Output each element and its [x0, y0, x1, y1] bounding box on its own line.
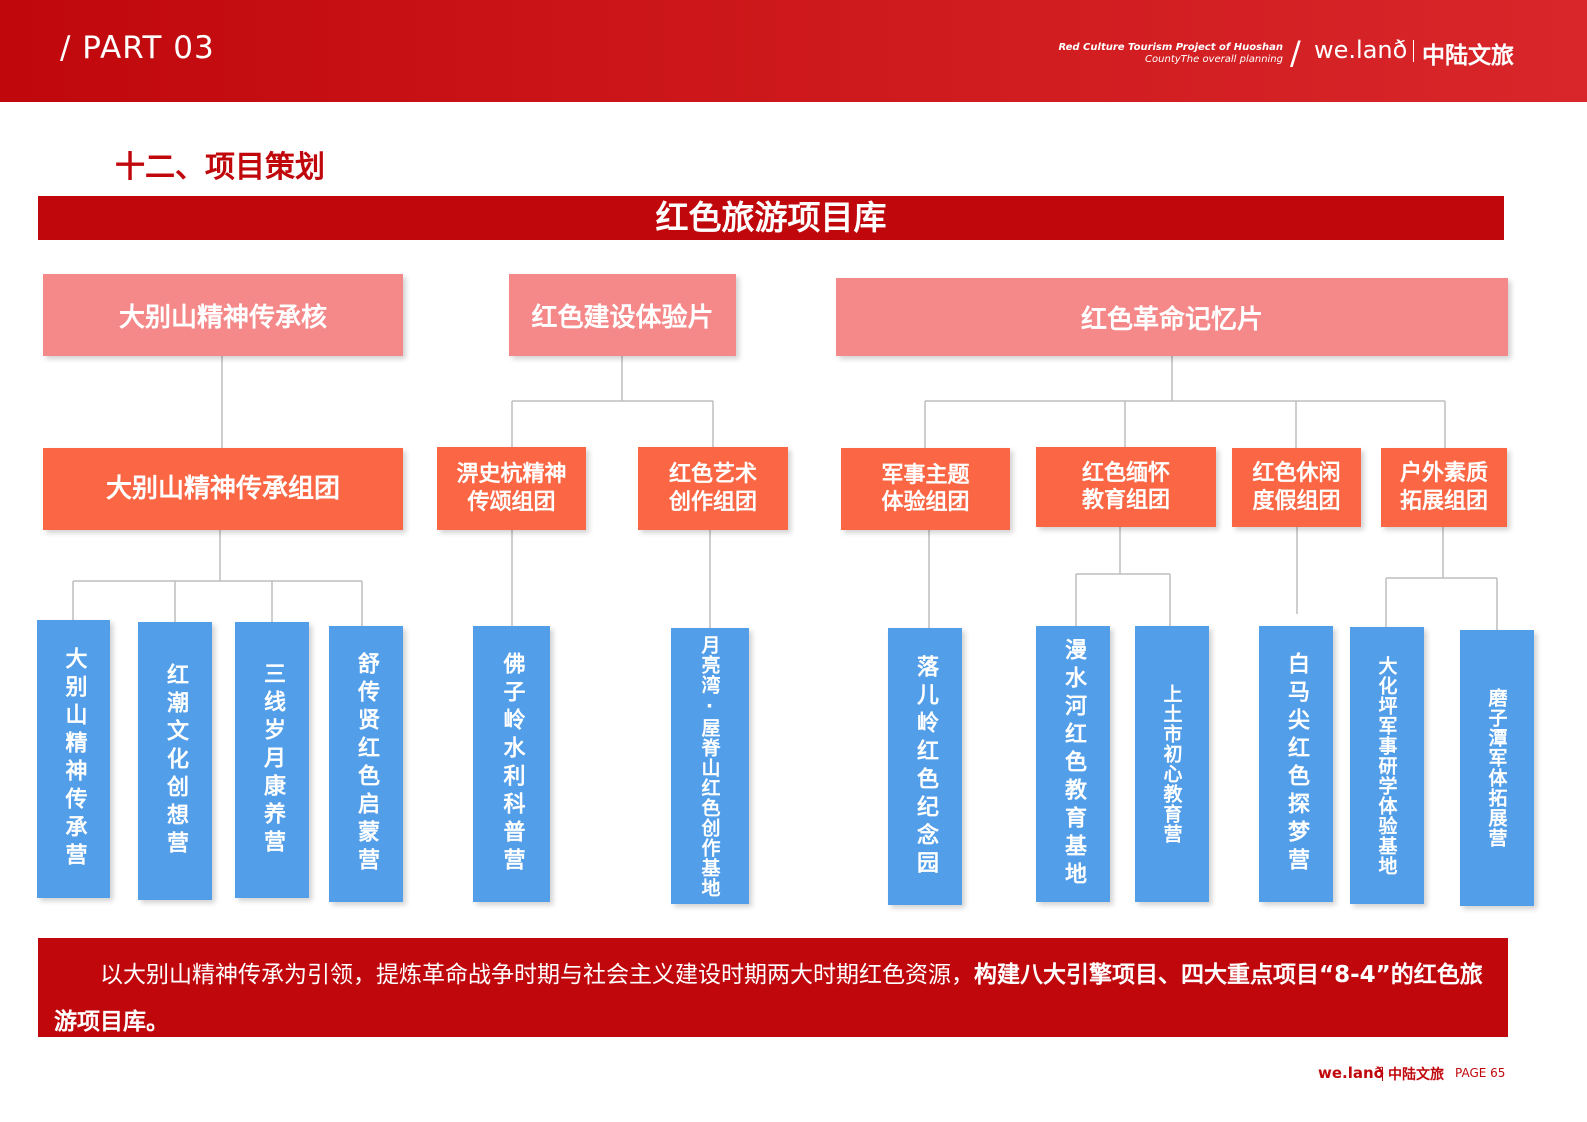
level3-project-2: 红潮文化创想营: [138, 622, 212, 900]
level1-construction: 红色建设体验片: [509, 274, 736, 356]
summary-statement: 以大别山精神传承为引领，提炼革命战争时期与社会主义建设时期两大时期红色资源，构建…: [38, 938, 1508, 1037]
statement-bold-text: 构建八大引擎项目、四大重点项目“8-4”的红色旅游项目库。: [54, 962, 1483, 1035]
banner-title: 红色旅游项目库: [38, 196, 1504, 240]
brand-logo: we.lanð: [1314, 36, 1408, 64]
section-title: 十二、项目策划: [115, 150, 325, 185]
footer-divider: [1382, 1067, 1383, 1081]
footer-brand-chinese: 中陆文旅: [1388, 1067, 1444, 1083]
level1-memory: 红色革命记忆片: [836, 278, 1508, 356]
level2-art-group: 红色艺术 创作组团: [638, 447, 788, 530]
part-label: / PART 03: [60, 30, 215, 66]
level2-military-group: 军事主题 体验组团: [841, 448, 1010, 530]
level3-project-1: 大别山精神传承营: [37, 620, 110, 898]
page-number: PAGE 65: [1455, 1066, 1506, 1080]
level2-leisure-group: 红色休闲 度假组团: [1232, 448, 1361, 527]
level1-core: 大别山精神传承核: [43, 274, 403, 356]
level2-outdoor-group: 户外素质 拓展组团: [1381, 448, 1507, 527]
level3-project-3: 三线岁月康养营: [235, 622, 309, 898]
level2-core-group: 大别山精神传承组团: [43, 448, 403, 530]
level3-project-6: 月亮湾·屋脊山红色创作基地: [671, 628, 749, 904]
statement-normal-text: 以大别山精神传承为引领，提炼革命战争时期与社会主义建设时期两大时期红色资源，: [100, 962, 974, 988]
header-bar: [0, 0, 1587, 102]
brand-slash: /: [1290, 34, 1301, 72]
footer-logo: we.lanð: [1318, 1064, 1384, 1082]
level3-project-5: 佛子岭水利科普营: [473, 626, 550, 902]
brand-chinese-name: 中陆文旅: [1422, 43, 1514, 69]
level3-project-8: 漫水河红色教育基地: [1036, 626, 1110, 902]
level3-project-12: 磨子潭军体拓展营: [1460, 630, 1534, 906]
level2-memorial-group: 红色缅怀 教育组团: [1036, 447, 1216, 527]
level2-pishihang-group: 淠史杭精神 传颂组团: [437, 447, 586, 530]
level3-project-11: 大化坪军事研学体验基地: [1350, 627, 1424, 904]
brand-divider: [1413, 40, 1414, 62]
brand-english-line1: Red Culture Tourism Project of Huoshan: [1058, 42, 1283, 53]
level3-project-10: 白马尖红色探梦营: [1259, 626, 1333, 902]
level3-project-9: 上土市初心教育营: [1135, 626, 1209, 902]
level3-project-4: 舒传贤红色启蒙营: [329, 626, 403, 902]
brand-english-line2: CountyThe overall planning: [1145, 54, 1283, 65]
level3-project-7: 落儿岭红色纪念园: [888, 628, 962, 905]
